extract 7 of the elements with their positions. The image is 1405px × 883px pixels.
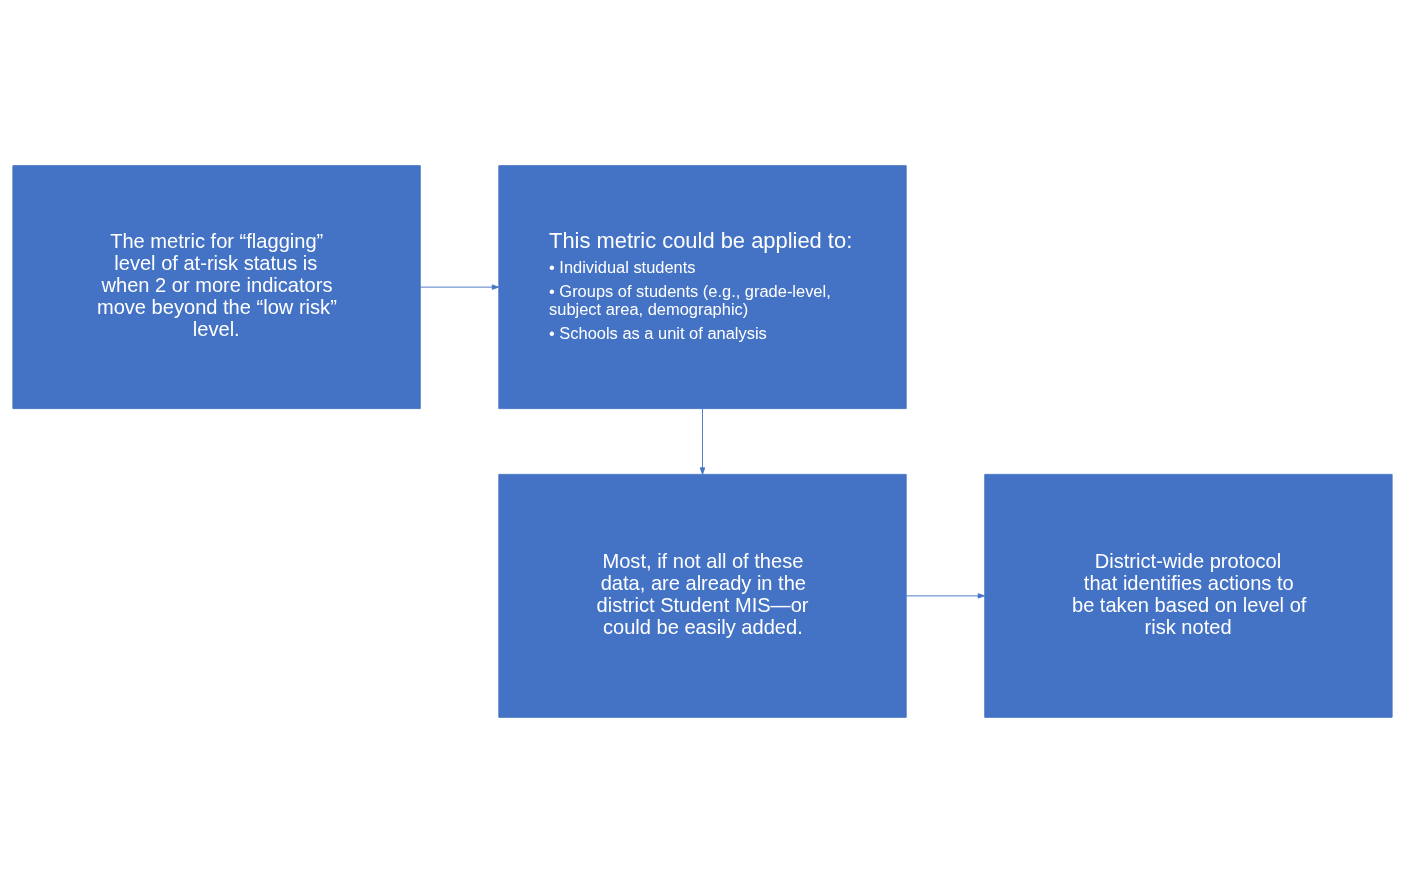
node-box: This metric could be applied to: • Individual students • Groups of students (e.g., grade-level, subject area, demographic) • Schools as a unit of analysis [498,165,907,410]
arrow [905,593,985,599]
node-box: The metric for “flagging” level of at-risk status is when 2 or more indicators move beyond the “low risk” level. [12,165,421,410]
arrow [699,408,706,475]
node-box: District-wide protocol that identifies actions to be taken based on level of risk noted [984,473,1393,718]
arrow [419,284,500,290]
node-box: Most, if not all of these data, are already in the district Student MIS—or could be easily added. [498,473,907,718]
